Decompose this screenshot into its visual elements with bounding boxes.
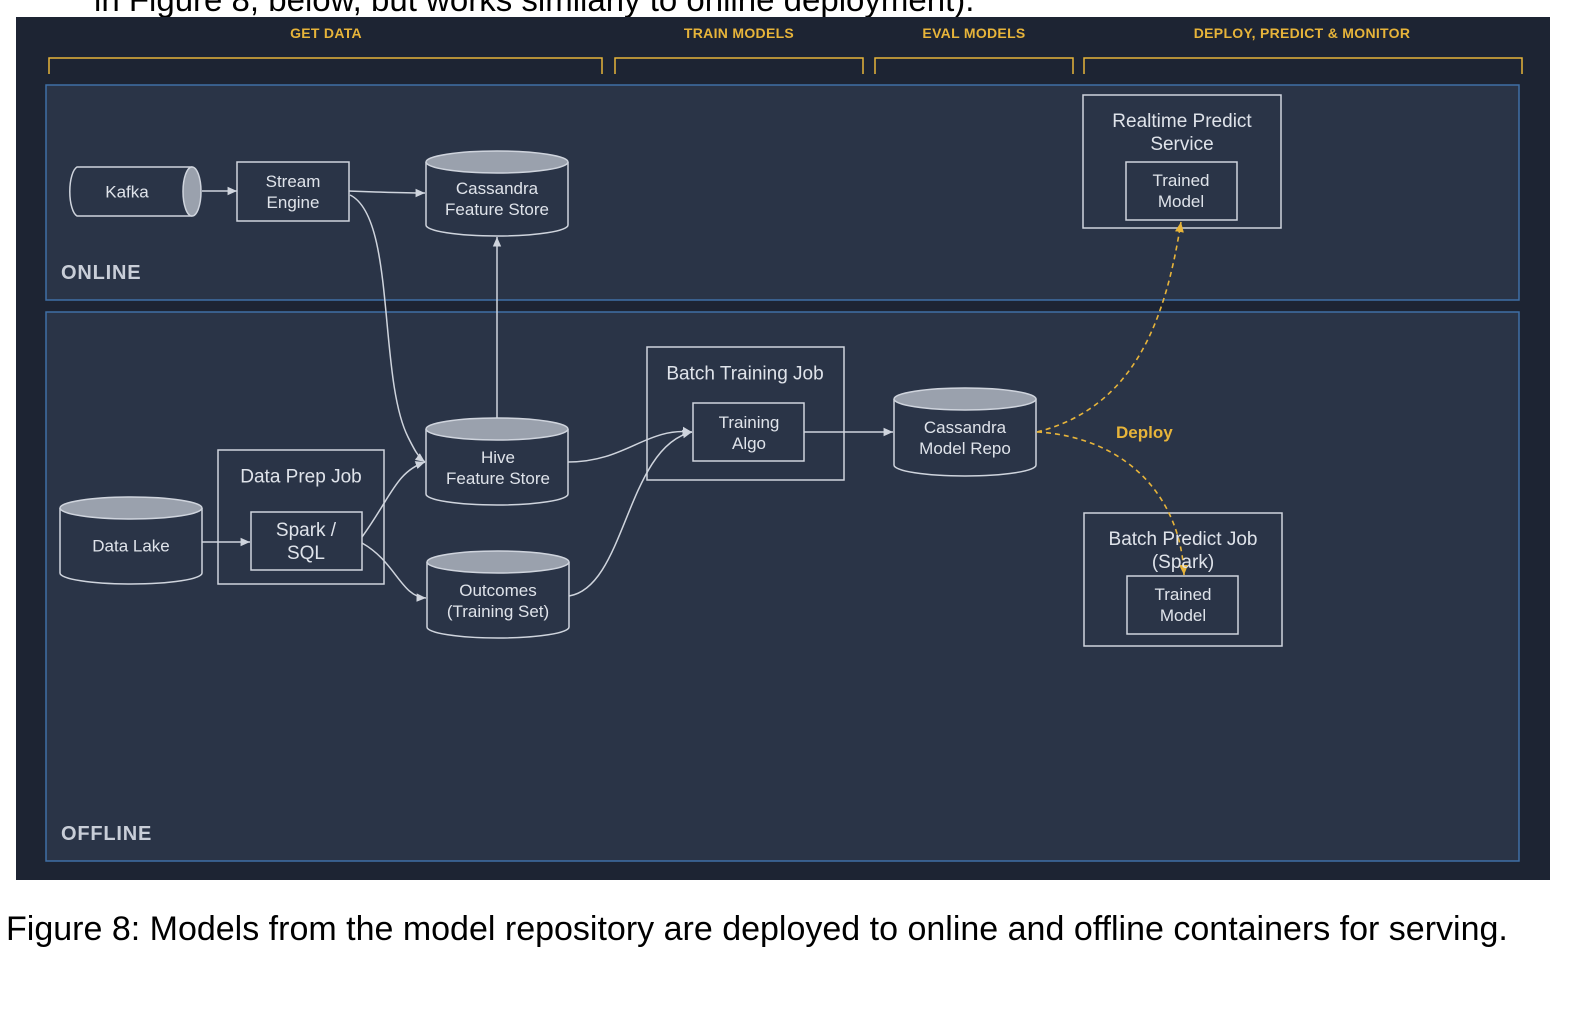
stage-train-models: TRAIN MODELS <box>683 25 795 41</box>
offline-region <box>45 311 1520 862</box>
outcomes-label: Outcomes (Training Set) <box>446 581 550 621</box>
diagram-canvas <box>45 57 1523 862</box>
arrow-hive-to-training-algo <box>567 426 693 463</box>
arrow-stream-engine-to-hive <box>349 194 426 463</box>
realtime-trained-model-label: Trained Model <box>1152 171 1210 211</box>
stage-get-data: GET DATA <box>290 25 362 41</box>
cassandra-feature-store-node <box>425 150 569 237</box>
data-prep-job-box <box>217 449 385 585</box>
arrow-outcomes-to-training-algo <box>568 430 693 597</box>
stage-eval-models: EVAL MODELS <box>922 25 1026 41</box>
batch-training-job-box <box>646 346 845 481</box>
arrow-spark-to-hive <box>361 461 426 538</box>
batch-predict-job-box <box>1083 512 1283 647</box>
online-region <box>45 84 1520 301</box>
stage-bracket-train-models <box>614 57 864 74</box>
cassandra-model-repo-node <box>893 387 1037 477</box>
stage-bracket-get-data <box>48 57 603 74</box>
data-prep-job-label: Data Prep Job <box>240 466 362 488</box>
online-region-label: ONLINE <box>61 262 142 284</box>
stage-bracket-deploy <box>1083 57 1523 74</box>
stream-engine-label: Stream Engine <box>265 172 321 212</box>
training-algo-label: Training Algo <box>718 413 780 453</box>
spark-sql-label: Spark / SQL <box>275 520 337 564</box>
spark-sql-box <box>250 511 363 571</box>
realtime-trained-model-box <box>1125 161 1238 221</box>
hive-feature-store-node <box>425 417 569 506</box>
batch-training-job-label: Batch Training Job <box>666 363 824 385</box>
realtime-predict-service-label: Realtime Predict Service <box>1112 111 1252 155</box>
stage-bracket-eval-models <box>874 57 1074 74</box>
deploy-arrow-to-realtime <box>1036 221 1184 433</box>
outcomes-node <box>426 550 570 639</box>
hive-feature-store-label: Hive Feature Store <box>446 448 550 488</box>
kafka-label: Kafka <box>105 182 149 202</box>
batch-trained-model-label: Trained Model <box>1154 585 1212 625</box>
stage-deploy-predict-monitor: DEPLOY, PREDICT & MONITOR <box>1193 25 1411 41</box>
arrow-spark-to-outcomes <box>361 542 427 602</box>
offline-region-label: OFFLINE <box>61 823 153 845</box>
cassandra-feature-store-label: Cassandra Feature Store <box>445 179 549 219</box>
architecture-diagram: GET DATA TRAIN MODELS EVAL MODELS DEPLOY… <box>16 17 1550 880</box>
kafka-node <box>69 166 202 217</box>
arrow-stream-engine-to-cassandra <box>348 188 426 198</box>
deploy-label: Deploy <box>1116 423 1173 442</box>
cassandra-model-repo-label: Cassandra Model Repo <box>919 418 1011 458</box>
batch-trained-model-box <box>1126 575 1239 635</box>
data-lake-label: Data Lake <box>92 536 170 556</box>
data-lake-node <box>59 496 203 585</box>
batch-predict-job-label: Batch Predict Job (Spark) <box>1108 529 1258 573</box>
deploy-arrow-to-batch <box>1036 431 1189 576</box>
preceding-text-fragment: in Figure 8, below, but works similarly … <box>94 0 974 19</box>
figure-caption: Figure 8: Models from the model reposito… <box>6 910 1508 948</box>
